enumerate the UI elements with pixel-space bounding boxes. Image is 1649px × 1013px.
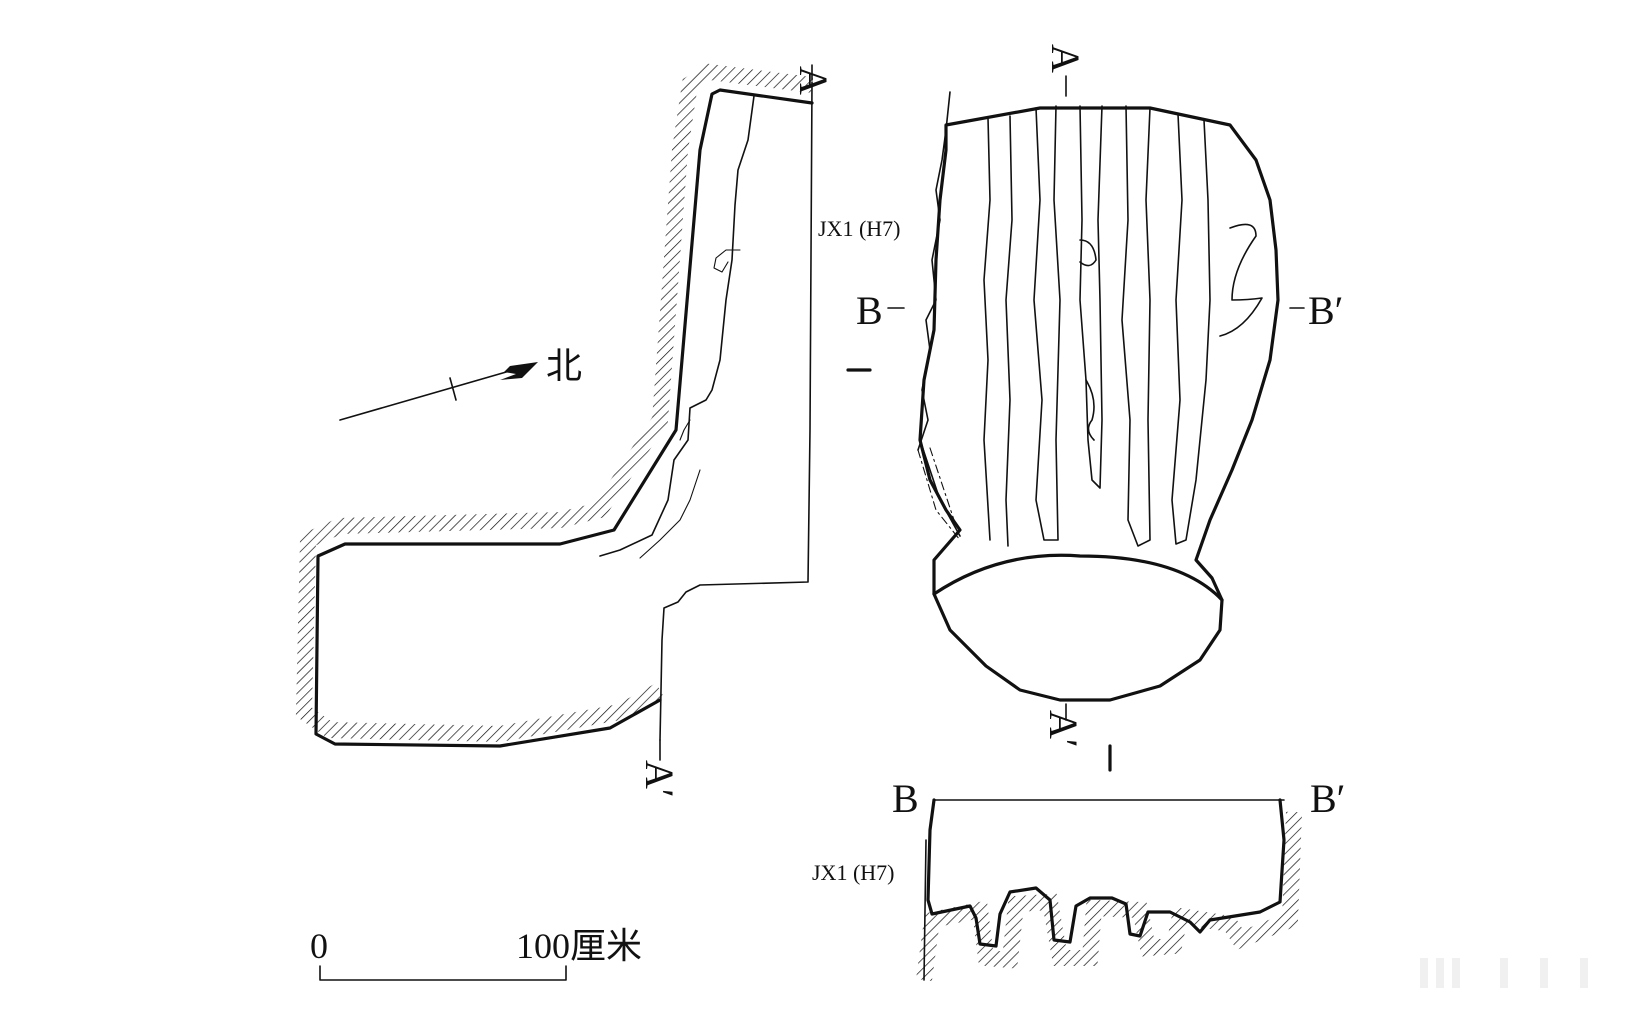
- well-section-b-right-label: B′: [1308, 288, 1343, 333]
- well-section-b-left-label: B: [856, 288, 883, 333]
- pit-plan-inner-wall-2: [713, 249, 741, 273]
- section-b-profile-line: [926, 798, 1286, 948]
- well-plan-dashdot: [917, 447, 961, 541]
- pit-plan: A A′: [295, 63, 836, 798]
- well-plan-outline: [918, 106, 1280, 702]
- well-plan-base-rim: [932, 553, 1224, 602]
- section-b-left-label: B: [892, 776, 919, 821]
- section-b-profile: B B′ JX1 (H7): [812, 776, 1345, 982]
- section-b-feature-label: JX1 (H7): [812, 860, 895, 885]
- plan-section-a-end-label: A′: [637, 760, 682, 798]
- well-section-a-bottom-label: A′: [1041, 710, 1086, 748]
- well-plan: A A′ B B′ JX1 (H7): [818, 44, 1343, 772]
- pit-plan-inner-wall-4: [679, 419, 691, 441]
- section-b-hatching: [916, 811, 1302, 982]
- pit-plan-inner-wall: [599, 95, 755, 557]
- well-section-a-top-label: A: [1043, 44, 1088, 73]
- watermark: [1420, 958, 1588, 988]
- well-plan-left-edge: [917, 91, 951, 451]
- scale-bar: 0 100厘米: [310, 926, 642, 981]
- section-b-right-label: B′: [1310, 776, 1345, 821]
- pit-plan-section-edge: [659, 81, 813, 741]
- north-arrow-head: [500, 362, 538, 380]
- plan-section-a-start-label: A: [791, 66, 836, 95]
- pit-plan-outline: [314, 88, 814, 748]
- pit-plan-hatching: [295, 63, 814, 743]
- north-label: 北: [546, 346, 582, 386]
- north-arrow: 北: [339, 346, 582, 421]
- scale-end-label: 100厘米: [516, 926, 642, 966]
- scale-zero-label: 0: [310, 926, 328, 966]
- well-feature-label: JX1 (H7): [818, 216, 901, 241]
- pit-plan-inner-wall-3: [639, 469, 701, 559]
- well-plan-channels: [919, 105, 1263, 547]
